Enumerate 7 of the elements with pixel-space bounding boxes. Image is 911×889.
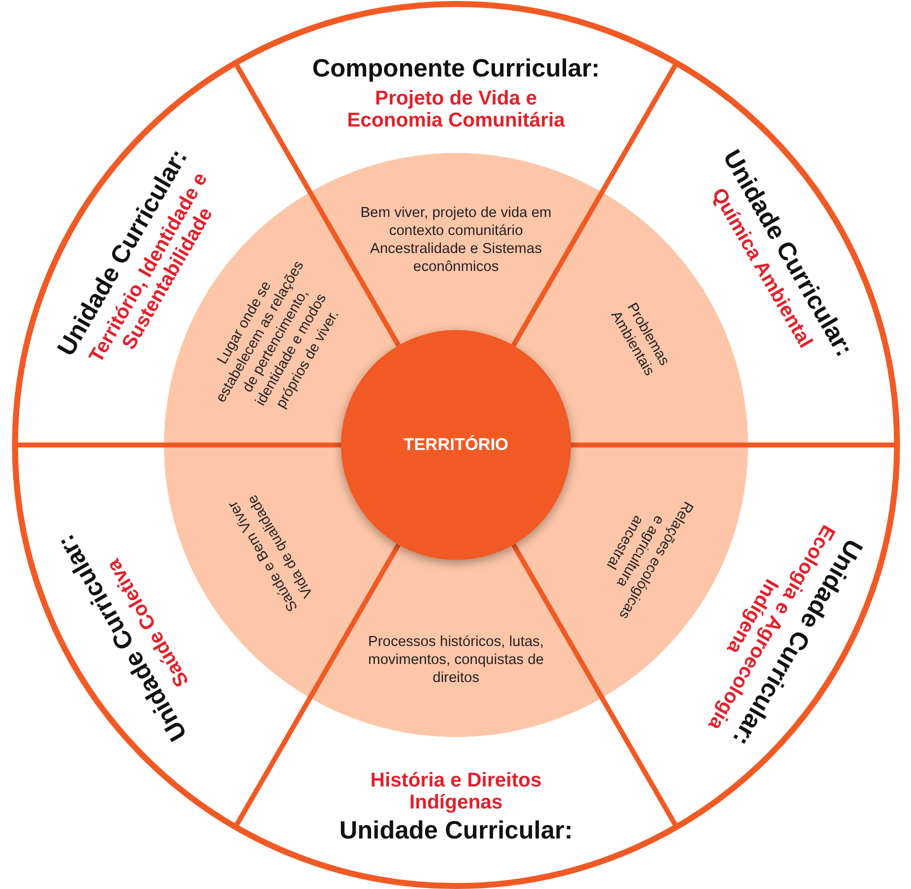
sector-title: História e Direitos Indígenas xyxy=(369,769,543,814)
sector-heading: Unidade Curricular: xyxy=(339,817,573,845)
sector-title: Projeto de Vida e Economia Comunitária xyxy=(346,86,566,131)
theme-text: Bem viver, projeto de vida em contexto comunitário Ancestralidade e Sistemas econônmicos xyxy=(359,204,552,276)
theme-text: Processos históricos, lutas, movimentos, conquistas de direitos xyxy=(367,632,545,688)
sector-heading: Componente Curricular: xyxy=(312,55,600,83)
center-label: TERRITÓRIO xyxy=(404,435,508,455)
